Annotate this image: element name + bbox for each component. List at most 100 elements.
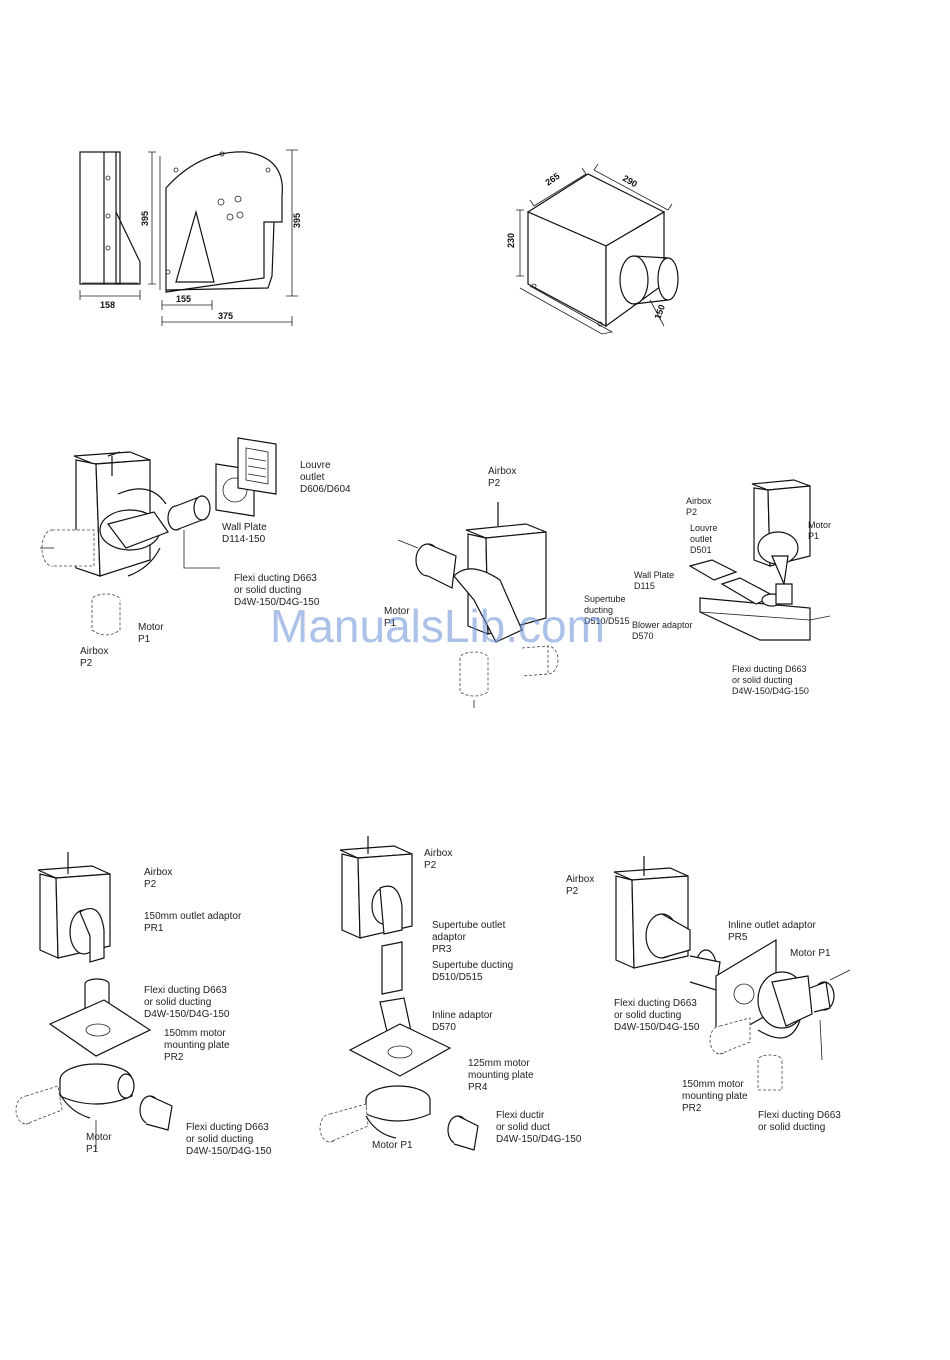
c4-flexi-bottom-3: D4W-150/D4G-150 — [186, 1146, 272, 1157]
c4-flexi-top-3: D4W-150/D4G-150 — [144, 1009, 230, 1020]
c5-plate-3: PR4 — [468, 1082, 488, 1093]
c2-airbox-1: Airbox — [488, 466, 516, 477]
c4-plate-1: 150mm motor — [164, 1028, 226, 1039]
c1-flexi-2: or solid ducting — [234, 585, 301, 596]
c6-plate-3: PR2 — [682, 1103, 702, 1114]
c5-adaptor-1: Supertube outlet — [432, 920, 506, 931]
side-view-drawing — [79, 151, 156, 300]
c1-flexi-1: Flexi ducting D663 — [234, 573, 317, 584]
c3-flexi-3: D4W-150/D4G-150 — [732, 686, 809, 696]
c4-flexi-top-2: or solid ducting — [144, 997, 211, 1008]
c5-supertube-2: D510/D515 — [432, 972, 483, 983]
c3-louvre-2: outlet — [690, 534, 713, 544]
c4-motor-2: P1 — [86, 1144, 99, 1155]
config4-drawing — [15, 852, 173, 1150]
c5-adaptor-3: PR3 — [432, 944, 452, 955]
c5-flexi-3: D4W-150/D4G-150 — [496, 1134, 582, 1145]
config5-labels: Airbox P2 Supertube outlet adaptor PR3 S… — [372, 848, 582, 1151]
c1-louvre-2: outlet — [300, 472, 325, 483]
c6-airbox-2: P2 — [566, 886, 579, 897]
dim-box-outlet: 150 — [652, 303, 667, 321]
c5-plate-2: mounting plate — [468, 1070, 534, 1081]
dim-front-right-height: 395 — [292, 213, 302, 228]
c6-motor: Motor P1 — [790, 948, 831, 959]
config6-drawing — [613, 856, 851, 1091]
c4-flexi-bottom-1: Flexi ducting D663 — [186, 1122, 269, 1133]
c5-flexi-2: or solid duct — [496, 1122, 550, 1133]
config6-labels: Airbox P2 Inline outlet adaptor PR5 Moto… — [566, 874, 841, 1133]
c3-flexi-2: or solid ducting — [732, 675, 793, 685]
dim-side-height: 395 — [140, 211, 150, 226]
config5-drawing — [319, 836, 479, 1151]
c1-louvre-1: Louvre — [300, 460, 331, 471]
config3-drawing — [688, 479, 831, 641]
c4-flexi-top-1: Flexi ducting D663 — [144, 985, 227, 996]
c3-wallplate-1: Wall Plate — [634, 570, 674, 580]
c1-motor-2: P1 — [138, 634, 151, 645]
c6-adaptor-1: Inline outlet adaptor — [728, 920, 817, 931]
c5-airbox-1: Airbox — [424, 848, 452, 859]
c4-airbox-1: Airbox — [144, 867, 172, 878]
dim-box-height: 230 — [506, 233, 516, 248]
c6-adaptor-2: PR5 — [728, 932, 748, 943]
c3-blower-2: D570 — [632, 631, 654, 641]
c6-flexi-top-2: or solid ducting — [614, 1010, 681, 1021]
c6-flexi-top-1: Flexi ducting D663 — [614, 998, 697, 1009]
c3-supertube-2: ducting — [584, 605, 613, 615]
dim-front-inner-width: 155 — [176, 294, 191, 304]
config1-labels: Louvre outlet D606/D604 Wall Plate D114-… — [80, 460, 351, 669]
c2-airbox-2: P2 — [488, 478, 501, 489]
c5-motor: Motor P1 — [372, 1140, 413, 1151]
c5-flexi-1: Flexi ductir — [496, 1110, 545, 1121]
c4-plate-2: mounting plate — [164, 1040, 230, 1051]
config3-labels: Airbox P2 Motor P1 Louvre outlet D501 Wa… — [584, 496, 831, 696]
c4-airbox-2: P2 — [144, 879, 157, 890]
dim-front-width: 375 — [218, 311, 233, 321]
c2-motor-2: P1 — [384, 618, 397, 629]
airbox-isometric-drawing — [516, 163, 679, 335]
c1-wallplate-1: Wall Plate — [222, 522, 267, 533]
config1-drawing — [40, 437, 277, 636]
c6-airbox-1: Airbox — [566, 874, 594, 885]
c5-inline-1: Inline adaptor — [432, 1010, 493, 1021]
c5-airbox-2: P2 — [424, 860, 437, 871]
c1-airbox-1: Airbox — [80, 646, 108, 657]
c6-flexi-bottom-1: Flexi ducting D663 — [758, 1110, 841, 1121]
c4-adaptor-1: 150mm outlet adaptor — [144, 911, 242, 922]
c1-motor-1: Motor — [138, 622, 164, 633]
c1-flexi-3: D4W-150/D4G-150 — [234, 597, 320, 608]
c4-motor-1: Motor — [86, 1132, 112, 1143]
front-view-drawing — [159, 149, 298, 326]
config4-labels: Airbox P2 150mm outlet adaptor PR1 Flexi… — [86, 867, 272, 1157]
c3-flexi-1: Flexi ducting D663 — [732, 664, 807, 674]
dim-box-width: 290 — [621, 173, 639, 189]
c3-louvre-3: D501 — [690, 545, 712, 555]
c3-airbox-2: P2 — [686, 507, 697, 517]
c4-plate-3: PR2 — [164, 1052, 184, 1063]
config2-drawing — [397, 502, 559, 708]
config2-labels: Airbox P2 Motor P1 — [384, 466, 516, 629]
c3-motor-2: P1 — [808, 531, 819, 541]
watermark: ManualsLib.com — [270, 600, 605, 652]
c1-louvre-3: D606/D604 — [300, 484, 351, 495]
c1-airbox-2: P2 — [80, 658, 93, 669]
c3-louvre-1: Louvre — [690, 523, 718, 533]
c5-plate-1: 125mm motor — [468, 1058, 530, 1069]
c3-airbox-1: Airbox — [686, 496, 712, 506]
dim-box-depth: 265 — [543, 171, 561, 188]
c1-wallplate-2: D114-150 — [222, 534, 266, 545]
c5-adaptor-2: adaptor — [432, 932, 467, 943]
c5-inline-2: D570 — [432, 1022, 456, 1033]
c3-motor-1: Motor — [808, 520, 831, 530]
c6-plate-2: mounting plate — [682, 1091, 748, 1102]
c2-motor-1: Motor — [384, 606, 410, 617]
c4-flexi-bottom-2: or solid ducting — [186, 1134, 253, 1145]
c3-wallplate-2: D115 — [634, 581, 655, 591]
dim-side-width: 158 — [100, 300, 115, 310]
c6-plate-1: 150mm motor — [682, 1079, 744, 1090]
c3-supertube-1: Supertube — [584, 594, 626, 604]
c6-flexi-top-3: D4W-150/D4G-150 — [614, 1022, 700, 1033]
c4-adaptor-2: PR1 — [144, 923, 164, 934]
c3-blower-1: Blower adaptor — [632, 620, 693, 630]
